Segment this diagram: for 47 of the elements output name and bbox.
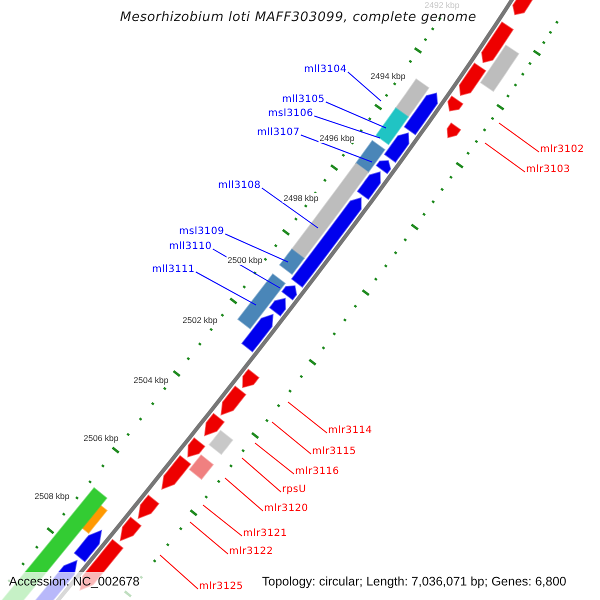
gene-label: mlr3115 (312, 446, 356, 458)
gene-label: mlr3103 (526, 164, 570, 176)
scale-label: 2506 kbp (82, 432, 120, 444)
gene-label: mll3111 (152, 264, 195, 276)
leader-line (202, 504, 242, 536)
leader-line (314, 116, 380, 138)
leader-line (254, 442, 294, 474)
scale-label: 2494 kbp (370, 70, 406, 82)
gene-label: mll3104 (304, 64, 347, 76)
gene-label: mlr3114 (328, 425, 372, 437)
gene-label: rpsU (282, 484, 306, 496)
leader-line (347, 72, 382, 102)
gene-label: msl3109 (179, 226, 224, 238)
scale-label: 2496 kbp (318, 132, 356, 144)
leader-line (190, 522, 228, 554)
gene-label: mlr3116 (295, 466, 340, 478)
genome-info-text: Topology: circular; Length: 7,036,071 bp; Genes: 6,800 (262, 574, 566, 590)
scale-label: 2504 kbp (132, 374, 170, 386)
leader-line (212, 248, 280, 288)
scale-label: 2498 kbp (282, 192, 320, 204)
title: Mesorhizobium loti MAFF303099, complete genome (120, 10, 477, 26)
leader-line (242, 458, 282, 492)
gene-label: mll3110 (169, 241, 212, 253)
leader-line (224, 234, 288, 262)
leader-line (300, 134, 372, 162)
leader-line (272, 422, 312, 454)
gene-label: mll3108 (218, 180, 261, 192)
scale-label: 2500 kbp (226, 254, 264, 266)
gene-label: mll3107 (257, 127, 300, 139)
accession-text: Accession: NC_002678 (9, 574, 140, 590)
leader-line (498, 122, 540, 152)
leader-line (325, 102, 386, 128)
gene-label: mlr3102 (540, 144, 584, 156)
leader-line (288, 402, 328, 434)
scale-label: 2508 kbp (34, 490, 70, 502)
gene-label: mlr3125 (199, 581, 244, 593)
scale-label: 2502 kbp (182, 314, 218, 326)
gene-label: mlr3120 (264, 503, 308, 515)
leader-line (195, 272, 256, 306)
leader-line (261, 188, 318, 228)
gene-label: msl3106 (268, 108, 314, 120)
leader-line (224, 478, 264, 512)
gene-label: mlr3122 (229, 546, 274, 558)
leader-line (484, 142, 526, 172)
gene-label: mlr3121 (243, 528, 288, 540)
leader-line (160, 554, 198, 590)
gene-label: mll3105 (282, 94, 325, 106)
